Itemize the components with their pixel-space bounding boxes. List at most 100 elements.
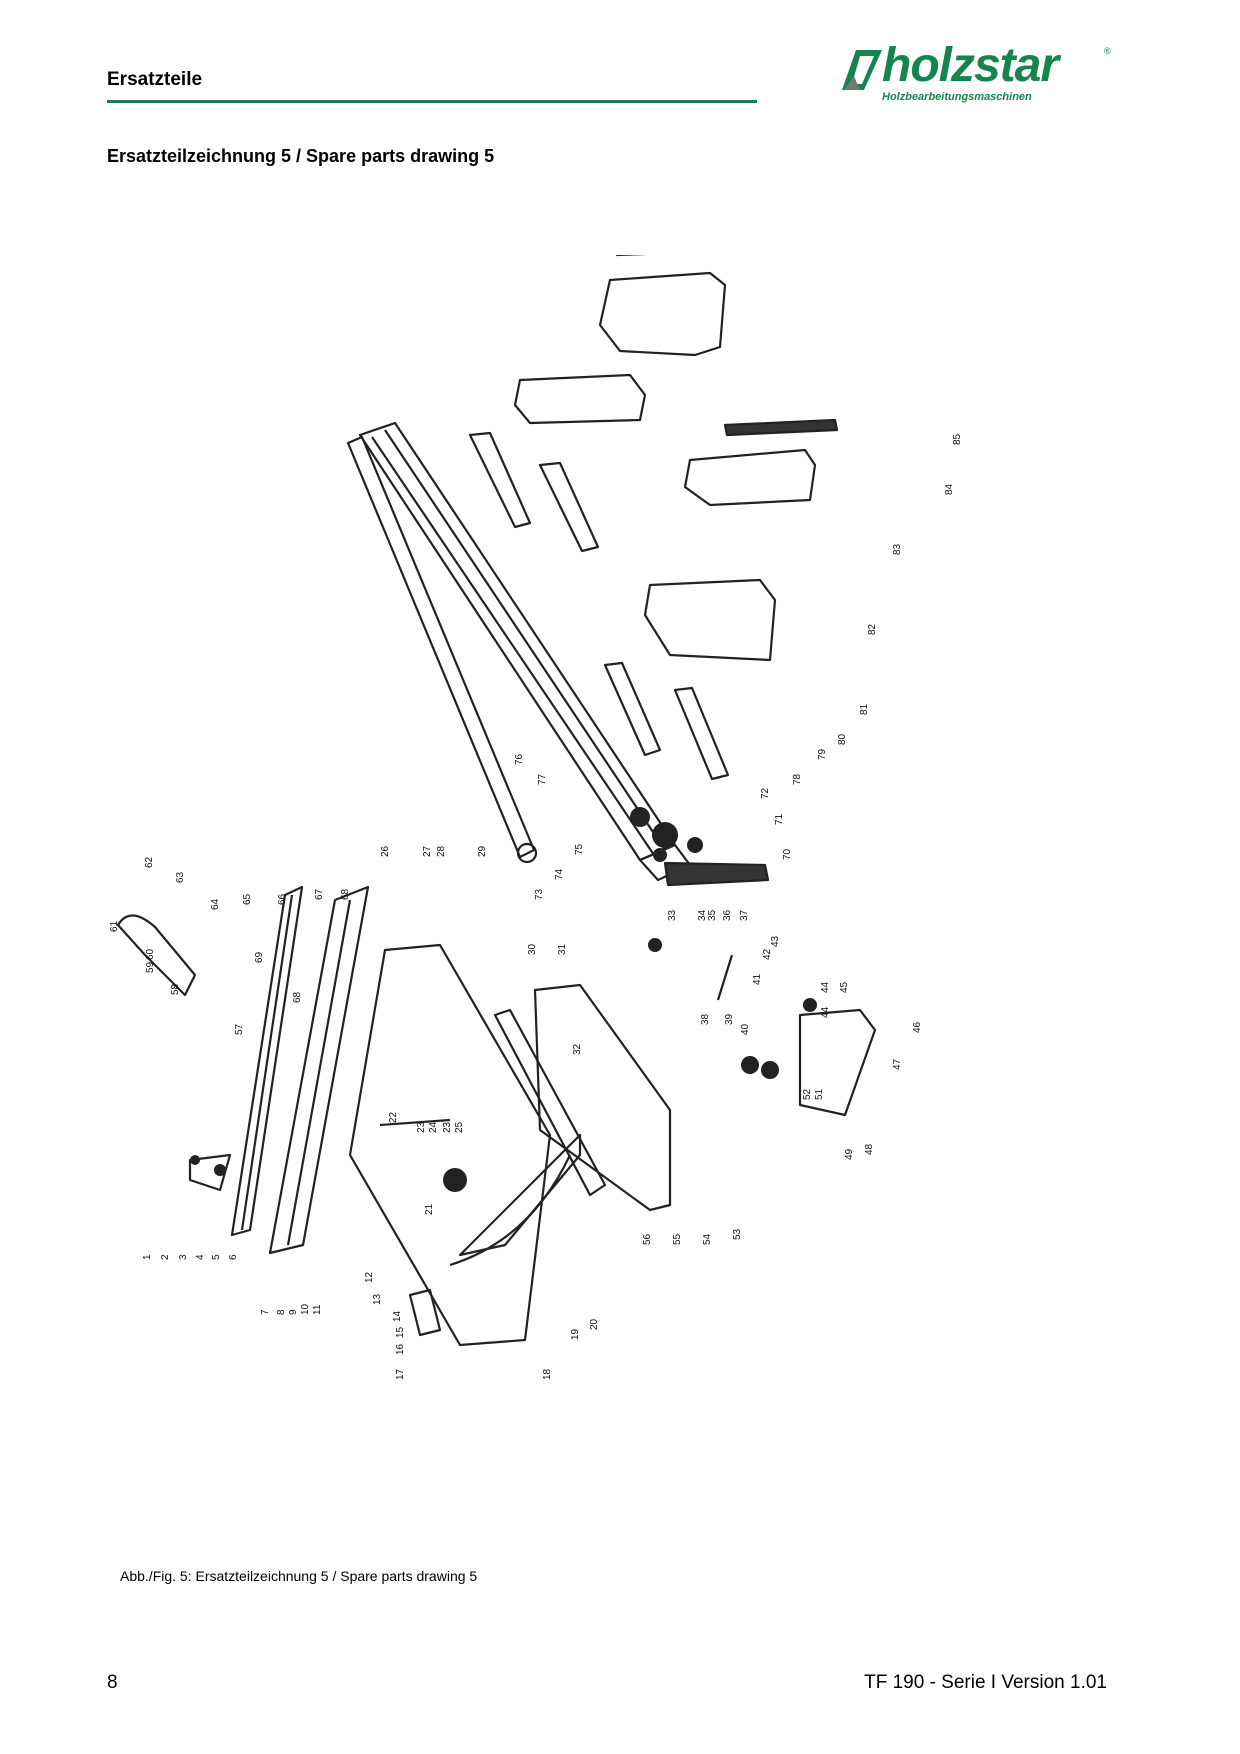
part-number-label: 41 xyxy=(752,973,763,985)
carriage-track xyxy=(493,1008,607,1197)
part-number-label: 68 xyxy=(292,991,303,1003)
part-number-label: 52 xyxy=(802,1088,813,1100)
part-number-label: 32 xyxy=(572,1043,583,1055)
logo-registered-mark: ® xyxy=(1104,46,1111,56)
part-number-label: 53 xyxy=(732,1228,743,1240)
figure-caption: Abb./Fig. 5: Ersatzteilzeichnung 5 / Spa… xyxy=(120,1568,478,1584)
bolt-vertical xyxy=(716,954,734,1001)
part-number-label: 27 xyxy=(422,845,433,857)
part-number-label: 3 xyxy=(178,1254,189,1260)
part-number-label: 21 xyxy=(424,1203,435,1215)
part-number-label: 28 xyxy=(436,845,447,857)
section-title: Ersatzteile xyxy=(107,69,203,90)
part-number-label: 46 xyxy=(912,1021,923,1033)
part-number-label: 81 xyxy=(859,703,870,715)
part-number-label: 55 xyxy=(672,1233,683,1245)
angle-scale xyxy=(458,1133,582,1257)
pad-1 xyxy=(468,431,532,529)
part-number-label: 18 xyxy=(542,1368,553,1380)
mounting-bracket xyxy=(798,1008,877,1117)
part-number-label: 82 xyxy=(867,623,878,635)
part-number-label: 58 xyxy=(170,983,181,995)
part-number-label: 4 xyxy=(195,1254,206,1260)
part-number-label: 25 xyxy=(454,1121,465,1133)
part-number-label: 79 xyxy=(817,748,828,760)
part-number-label: 17 xyxy=(395,1368,406,1380)
part-number-label: 67 xyxy=(314,888,325,900)
part-number-label: 78 xyxy=(792,773,803,785)
part-number-label: 76 xyxy=(514,753,525,765)
document-version: TF 190 - Serie I Version 1.01 xyxy=(864,1672,1107,1693)
part-number-label: 26 xyxy=(380,845,391,857)
part-number-label: 20 xyxy=(589,1318,600,1330)
part-number-label: 11 xyxy=(312,1304,323,1315)
part-number-label: 61 xyxy=(110,920,120,932)
pad-2 xyxy=(538,461,600,553)
part-number-label: 63 xyxy=(175,871,186,883)
part-number-label: 31 xyxy=(557,943,568,955)
part-number-label: 54 xyxy=(702,1233,713,1245)
part-number-label: 10 xyxy=(300,1303,311,1315)
part-number-label: 39 xyxy=(724,1013,735,1025)
bracket-right-bar xyxy=(723,418,839,437)
part-number-label: 29 xyxy=(477,845,488,857)
carriage-rail xyxy=(408,1288,442,1337)
part-number-label: 77 xyxy=(537,773,548,785)
part-number-label: 64 xyxy=(210,898,221,910)
part-number-label: 8 xyxy=(276,1309,287,1315)
part-number-label: 15 xyxy=(395,1326,406,1338)
drawing-shapes xyxy=(116,239,877,1347)
part-number-label: 23 xyxy=(416,1121,427,1133)
part-number-label: 66 xyxy=(277,893,288,905)
part-number-label: 16 xyxy=(395,1343,406,1355)
part-number-label: 13 xyxy=(372,1293,383,1305)
carriage xyxy=(348,943,552,1347)
part-number-label: 40 xyxy=(740,1023,751,1035)
part-number-label: 56 xyxy=(642,1233,653,1245)
part-number-label: 83 xyxy=(892,543,903,555)
bracket-plate xyxy=(643,578,777,662)
part-number-label: 65 xyxy=(242,893,253,905)
part-number-label: 45 xyxy=(839,981,850,993)
pad-4 xyxy=(673,686,730,781)
angle-arc xyxy=(449,1154,571,1267)
part-number-label: 73 xyxy=(534,888,545,900)
part-number-label: 85 xyxy=(952,433,963,445)
part-number-label: 37 xyxy=(739,909,750,921)
part-number-label: 22 xyxy=(388,1111,399,1123)
part-number-label: 70 xyxy=(782,848,793,860)
part-number-label: 69 xyxy=(254,951,265,963)
part-number-label: 2 xyxy=(160,1254,171,1260)
part-number-label: 36 xyxy=(722,909,733,921)
part-number-label: 33 xyxy=(667,909,678,921)
part-number-label: 48 xyxy=(864,1143,875,1155)
part-number-label: 72 xyxy=(760,787,771,799)
page-number: 8 xyxy=(107,1672,118,1693)
part-number-label: 30 xyxy=(527,943,538,955)
part-number-label: 59 xyxy=(145,961,156,973)
part-number-label: 7 xyxy=(260,1309,271,1315)
logo-wordmark: holzstar xyxy=(882,39,1059,92)
part-number-label: 51 xyxy=(814,1088,825,1100)
guide-rail-1 xyxy=(230,885,304,1237)
bolt-long xyxy=(379,1118,451,1127)
part-number-label: 74 xyxy=(554,868,565,880)
part-number-label: 35 xyxy=(707,909,718,921)
bracket-middle xyxy=(513,373,647,425)
logo-mark-icon xyxy=(842,50,882,90)
part-number-label: 84 xyxy=(944,483,955,495)
clamp-shoe xyxy=(188,1153,232,1192)
brand-logo: holzstar ® Holzbearbeitungsmaschinen xyxy=(842,39,1112,108)
part-number-label: 62 xyxy=(144,856,155,868)
part-number-label: 34 xyxy=(697,909,708,921)
part-number-label: 44 xyxy=(820,1006,831,1018)
part-number-label: 75 xyxy=(574,843,585,855)
part-number-label: 42 xyxy=(762,948,773,960)
miter-clamp xyxy=(116,914,197,997)
side-plate xyxy=(533,983,672,1212)
part-number-label: 19 xyxy=(570,1328,581,1340)
part-number-label: 9 xyxy=(288,1309,299,1315)
